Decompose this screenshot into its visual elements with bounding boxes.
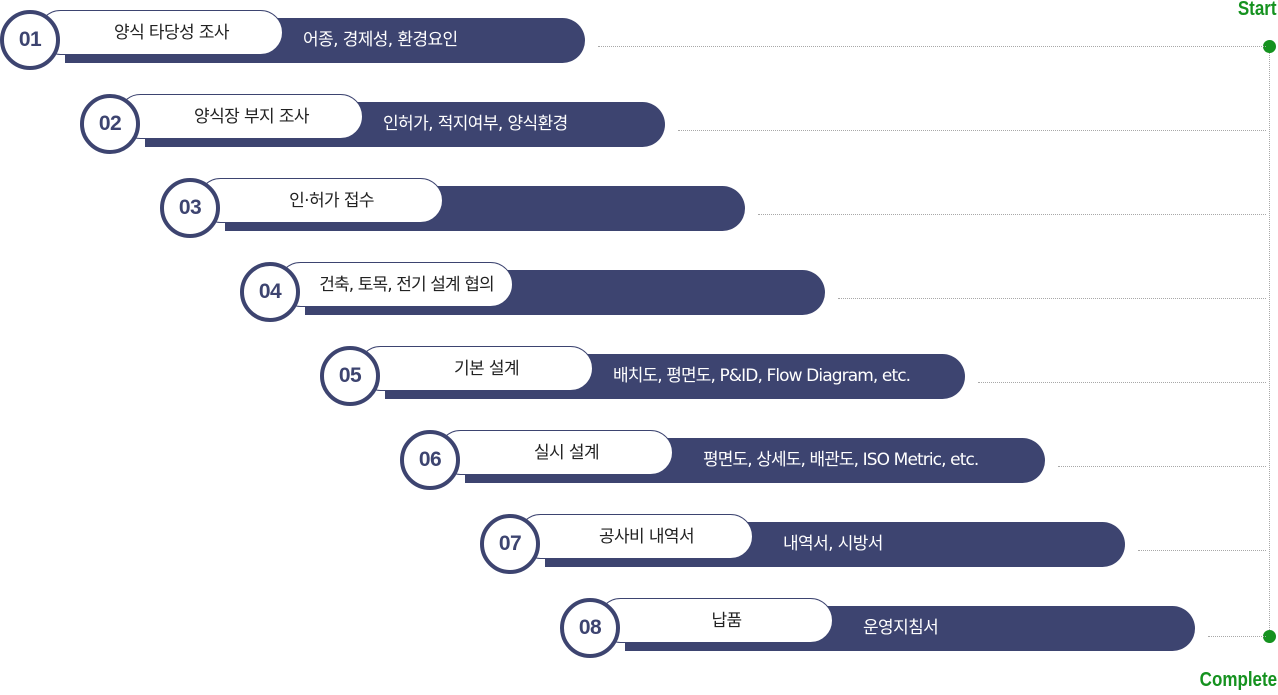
step-leader	[1138, 550, 1266, 551]
process-step: 내역서, 시방서 공사비 내역서 07	[480, 514, 1130, 574]
step-number: 05	[320, 346, 380, 406]
step-detail: 어종, 경제성, 환경요인	[303, 30, 458, 50]
start-label: Start	[1238, 0, 1277, 20]
step-number: 02	[80, 94, 140, 154]
process-step: 인·허가 접수 03	[160, 178, 750, 238]
step-number: 06	[400, 430, 460, 490]
timeline-line	[1269, 46, 1270, 636]
step-detail: 인허가, 적지여부, 양식환경	[383, 114, 568, 134]
step-leader	[1208, 636, 1266, 637]
step-number: 07	[480, 514, 540, 574]
process-step: 어종, 경제성, 환경요인 양식 타당성 조사 01	[0, 10, 590, 70]
step-leader	[978, 382, 1266, 383]
step-leader	[758, 214, 1266, 215]
start-dot	[1263, 40, 1276, 53]
step-leader	[838, 298, 1266, 299]
step-label: 공사비 내역서	[518, 514, 753, 559]
step-number: 08	[560, 598, 620, 658]
process-step: 인허가, 적지여부, 양식환경 양식장 부지 조사 02	[80, 94, 670, 154]
step-number: 03	[160, 178, 220, 238]
step-number: 01	[0, 10, 60, 70]
step-number: 04	[240, 262, 300, 322]
process-step: 운영지침서 납품 08	[560, 598, 1200, 658]
step-label: 인·허가 접수	[198, 178, 443, 223]
step-leader	[1058, 466, 1266, 467]
step-leader	[678, 130, 1266, 131]
complete-dot	[1263, 630, 1276, 643]
step-label: 양식 타당성 조사	[38, 10, 283, 55]
step-detail: 배치도, 평면도, P&ID, Flow Diagram, etc.	[613, 366, 911, 386]
step-label: 실시 설계	[438, 430, 673, 475]
step-label: 건축, 토목, 전기 설계 협의	[278, 262, 513, 307]
step-label: 양식장 부지 조사	[118, 94, 363, 139]
step-label: 납품	[598, 598, 833, 643]
step-detail: 내역서, 시방서	[783, 534, 883, 554]
complete-label: Complete	[1199, 669, 1277, 691]
step-detail: 운영지침서	[863, 618, 939, 638]
step-detail: 평면도, 상세도, 배관도, ISO Metric, etc.	[703, 450, 979, 470]
step-label: 기본 설계	[358, 346, 593, 391]
step-leader	[598, 46, 1266, 47]
process-step: 건축, 토목, 전기 설계 협의 04	[240, 262, 830, 322]
process-step: 배치도, 평면도, P&ID, Flow Diagram, etc. 기본 설계…	[320, 346, 970, 406]
process-step: 평면도, 상세도, 배관도, ISO Metric, etc. 실시 설계 06	[400, 430, 1050, 490]
